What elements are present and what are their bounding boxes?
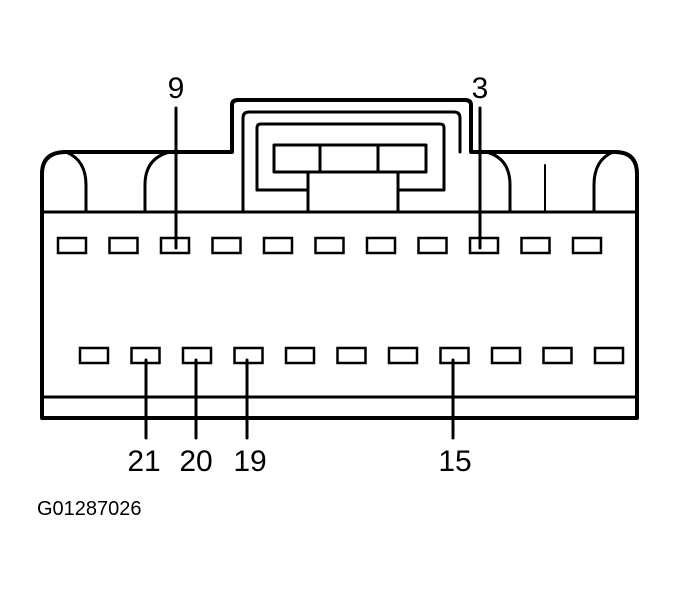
bottom-cavity <box>490 346 522 365</box>
top-cavity <box>262 236 294 255</box>
leader-lines <box>144 106 482 440</box>
pin-label-3: 3 <box>472 72 489 105</box>
top-cavity <box>520 236 551 255</box>
pin-label-9: 9 <box>168 72 185 105</box>
figure-id: G01287026 <box>37 498 142 520</box>
bottom-cavity <box>593 346 625 365</box>
bottom-cavity <box>542 346 573 365</box>
pin-label-19: 19 <box>233 445 266 478</box>
pin-label-20: 20 <box>179 445 212 478</box>
pin-label-15: 15 <box>438 445 471 478</box>
top-cavity <box>468 236 500 255</box>
bottom-cavity <box>78 346 110 365</box>
connector-housing <box>40 98 639 420</box>
top-cavity <box>365 236 397 255</box>
top-cavity <box>314 236 345 255</box>
pin-label-21: 21 <box>127 445 160 478</box>
top-cavity-row <box>56 236 603 255</box>
bottom-cavity <box>336 346 367 365</box>
top-cavity <box>108 236 139 255</box>
bottom-cavity-row <box>78 346 625 365</box>
top-cavity <box>417 236 448 255</box>
top-cavity <box>571 236 603 255</box>
bottom-cavity <box>284 346 316 365</box>
bottom-cavity <box>387 346 419 365</box>
top-cavity <box>211 236 242 255</box>
top-cavity <box>56 236 88 255</box>
connector-latch <box>241 110 462 214</box>
